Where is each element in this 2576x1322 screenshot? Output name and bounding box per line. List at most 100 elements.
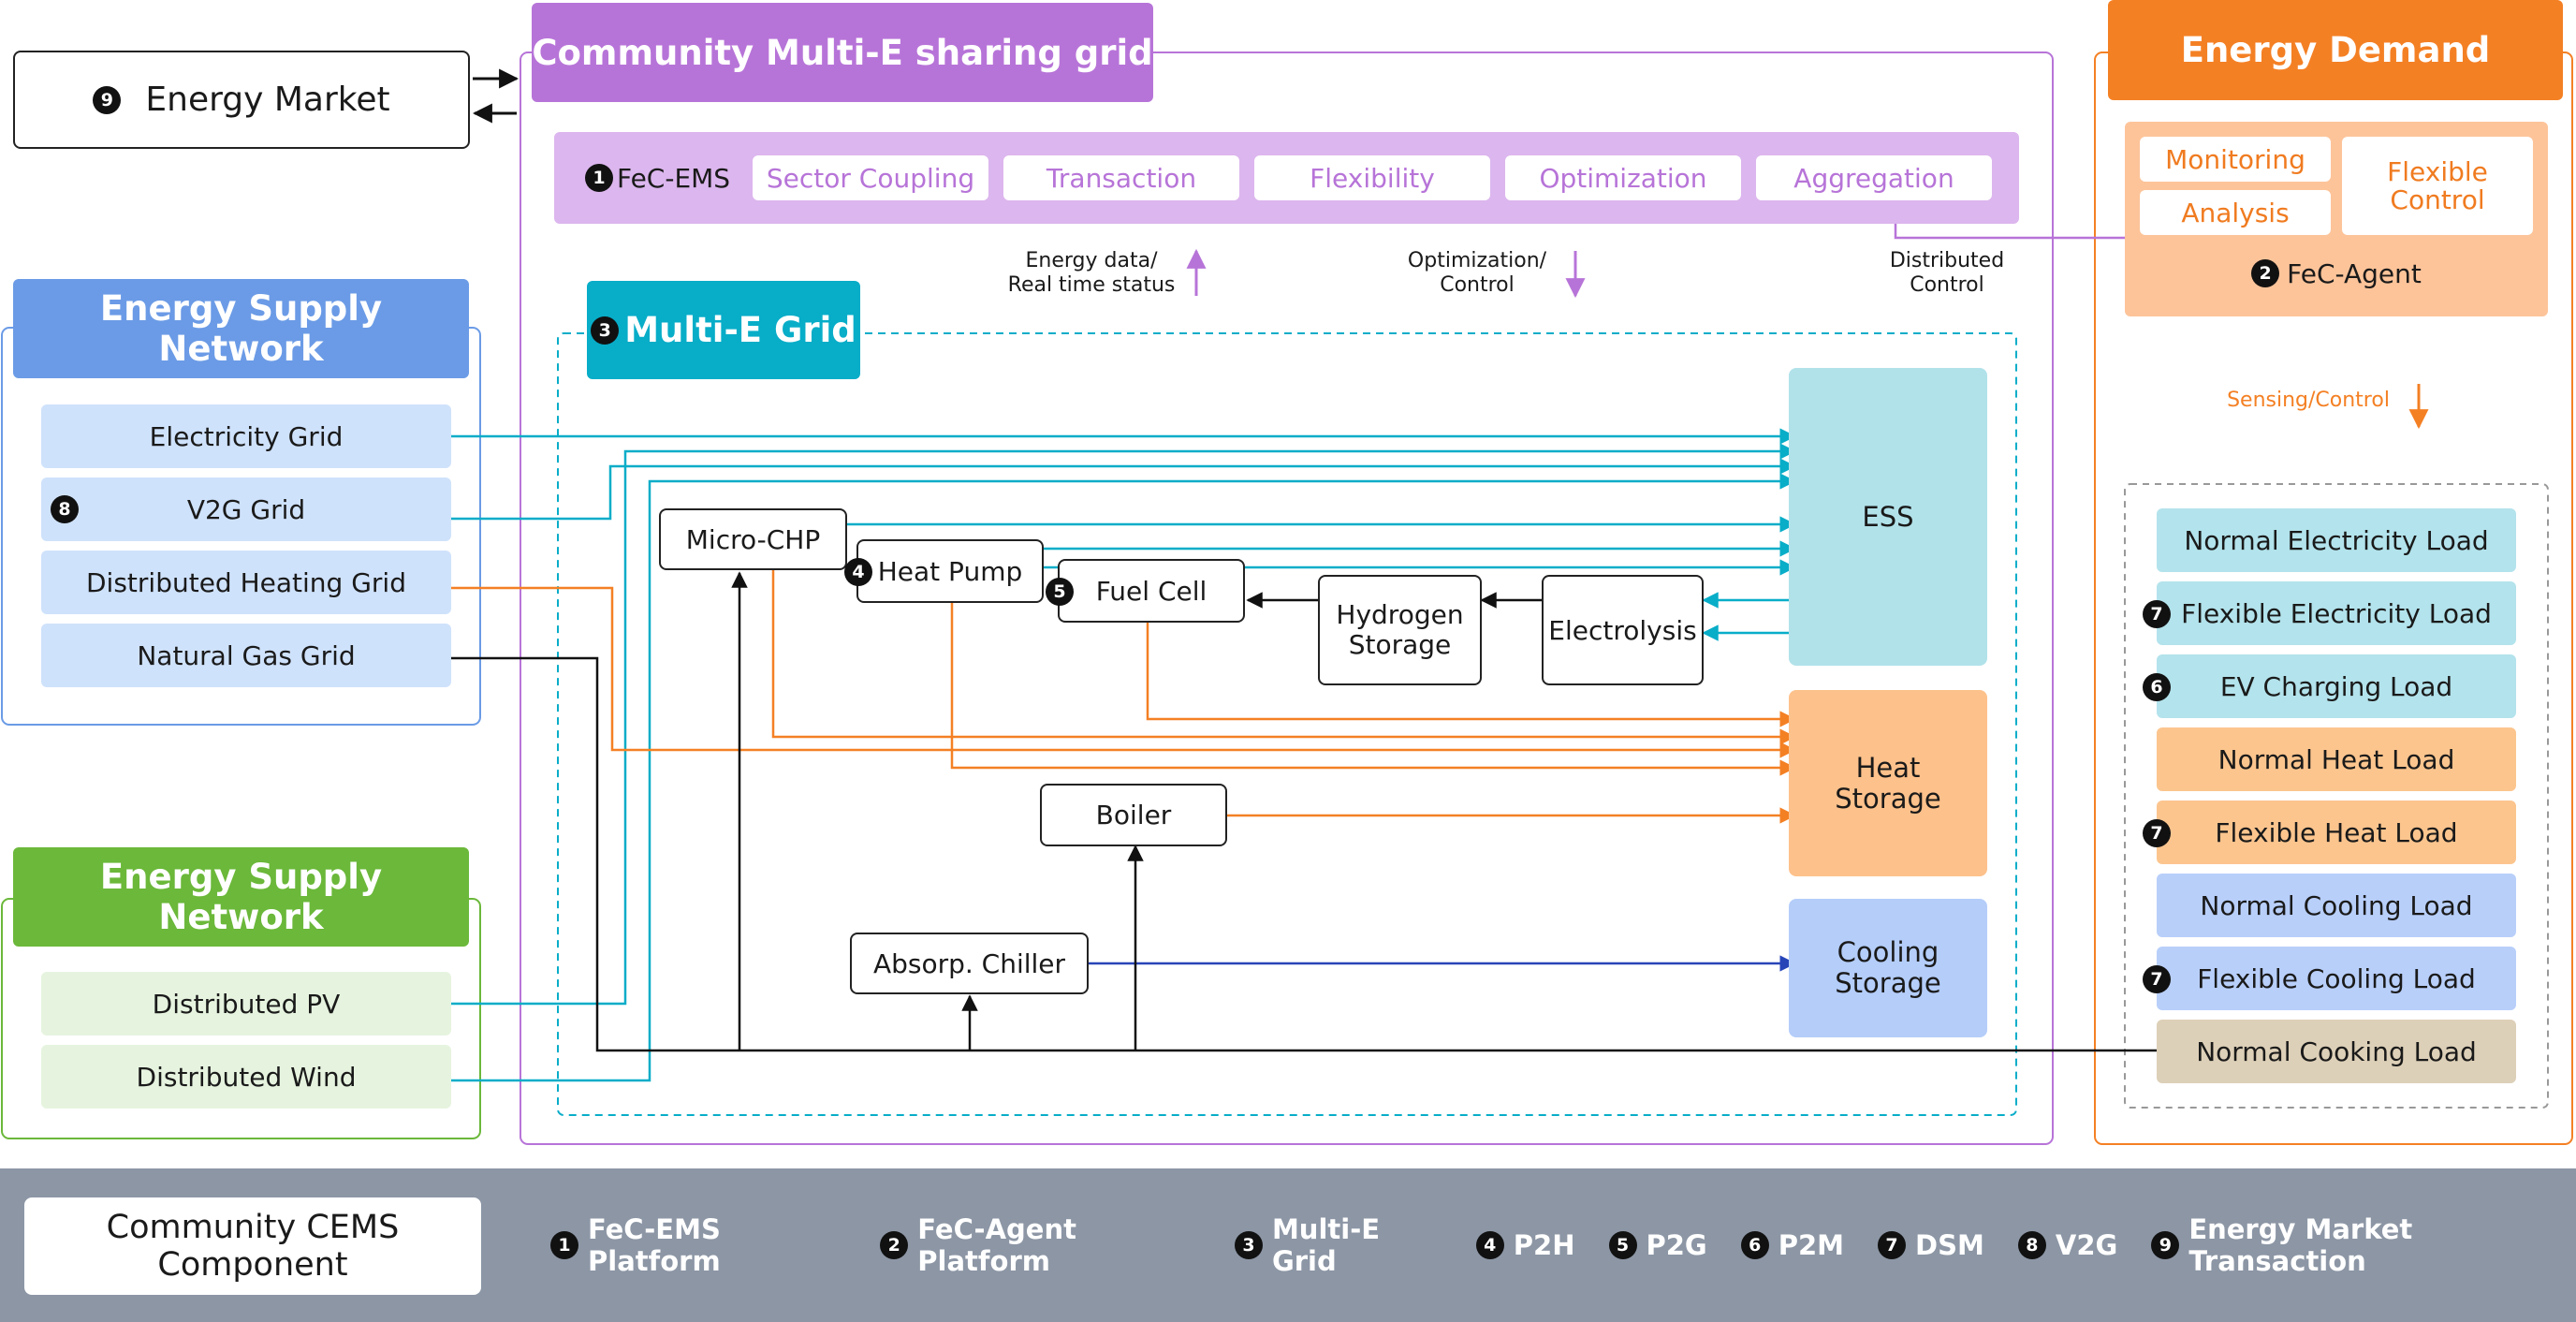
flexible-control-tab[interactable]: Flexible Control	[2342, 137, 2533, 235]
heat-storage-label: Heat Storage	[1835, 751, 1941, 815]
load-normal-heat: Normal Heat Load	[2157, 727, 2516, 791]
legend-badge-2: 2	[880, 1231, 909, 1259]
load-ev-charging-label: EV Charging Load	[2219, 670, 2453, 702]
distributed-pv-label: Distributed PV	[152, 988, 341, 1020]
heat-pump: Heat Pump	[856, 539, 1044, 603]
legend-item-fec-ems: 1 FeC-EMS Platform	[550, 1213, 846, 1277]
fec-ems-bar: 1 FeC-EMS Sector Coupling Transaction Fl…	[554, 132, 2019, 224]
legend-label-5: P2G	[1646, 1229, 1707, 1261]
fec-agent-label-group: 2 FeC-Agent	[2125, 257, 2548, 290]
energy-demand-header: Energy Demand	[2108, 0, 2563, 100]
energy-supply-title-bottom: Energy Supply Network	[99, 857, 383, 937]
electrolysis: Electrolysis	[1542, 575, 1704, 685]
electrolysis-label: Electrolysis	[1548, 614, 1697, 646]
legend-badge-3: 3	[1234, 1231, 1263, 1259]
legend-badge-9: 9	[2151, 1231, 2180, 1259]
electricity-grid: Electricity Grid	[41, 404, 451, 468]
distributed-heating-grid-label: Distributed Heating Grid	[86, 566, 406, 598]
optimization-control-label: Optimization/ Control	[1407, 249, 1547, 297]
v2g-grid-label: V2G Grid	[186, 493, 306, 525]
tab-transaction[interactable]: Transaction	[1003, 155, 1239, 200]
boiler: Boiler	[1040, 784, 1227, 846]
load-normal-heat-label: Normal Heat Load	[2217, 743, 2455, 775]
tab-sector-coupling[interactable]: Sector Coupling	[753, 155, 988, 200]
legend-label-8: V2G	[2055, 1229, 2118, 1261]
legend-badge-4: 4	[1475, 1231, 1504, 1259]
hydrogen-storage-label: Hydrogen Storage	[1336, 599, 1464, 660]
fuel-cell: Fuel Cell	[1058, 559, 1245, 623]
load-flexible-heat-label: Flexible Heat Load	[2215, 816, 2458, 848]
natural-gas-grid-label: Natural Gas Grid	[137, 639, 356, 671]
fuel-cell-label: Fuel Cell	[1095, 575, 1208, 607]
distributed-heating-grid: Distributed Heating Grid	[41, 551, 451, 614]
micro-chp-label: Micro-CHP	[685, 523, 821, 555]
heat-storage-box: Heat Storage	[1789, 690, 1987, 876]
multi-e-grid-header: 3 Multi-E Grid	[587, 281, 860, 379]
badge-9: 9	[93, 85, 122, 114]
badge-4: 4	[844, 558, 872, 586]
fec-ems-label: FeC-EMS	[617, 162, 731, 194]
multi-e-grid-title: Multi-E Grid	[624, 310, 856, 350]
load-normal-cooking-label: Normal Cooking Load	[2196, 1036, 2477, 1067]
energy-supply-header-bottom: Energy Supply Network	[13, 847, 469, 947]
load-flexible-electricity: Flexible Electricity Load	[2157, 581, 2516, 645]
badge-1: 1	[585, 164, 613, 192]
load-ev-charging: EV Charging Load	[2157, 654, 2516, 718]
distributed-control-label: Distributed Control	[1889, 249, 2005, 297]
load-normal-cooling: Normal Cooling Load	[2157, 874, 2516, 937]
legend-badge-1: 1	[550, 1231, 578, 1259]
micro-chp: Micro-CHP	[659, 508, 847, 570]
badge-2: 2	[2251, 259, 2280, 287]
badge-6: 6	[2143, 673, 2171, 701]
absorption-chiller: Absorp. Chiller	[850, 933, 1089, 994]
legend-label-1: FeC-EMS Platform	[588, 1213, 721, 1277]
load-normal-cooling-label: Normal Cooling Load	[2200, 889, 2473, 921]
analysis-tab[interactable]: Analysis	[2140, 190, 2331, 235]
cooling-storage-box: Cooling Storage	[1789, 899, 1987, 1037]
energy-supply-title-top: Energy Supply Network	[99, 288, 383, 369]
tab-aggregation[interactable]: Aggregation	[1756, 155, 1992, 200]
load-normal-electricity-label: Normal Electricity Load	[2184, 524, 2489, 556]
tab-flexibility[interactable]: Flexibility	[1254, 155, 1490, 200]
legend-badge-7: 7	[1878, 1231, 1907, 1259]
distributed-wind: Distributed Wind	[41, 1045, 451, 1109]
tab-optimization[interactable]: Optimization	[1505, 155, 1741, 200]
energy-supply-header-top: Energy Supply Network	[13, 279, 469, 378]
energy-market-label: Energy Market	[145, 81, 390, 119]
electricity-grid-label: Electricity Grid	[149, 420, 344, 452]
legend-item-p2g: 5 P2G	[1608, 1229, 1707, 1261]
legend-item-multi-e: 3 Multi-E Grid	[1234, 1213, 1442, 1277]
badge-7-flex-elec: 7	[2143, 600, 2171, 628]
legend-label-3: Multi-E Grid	[1271, 1213, 1381, 1277]
ess-box: ESS	[1789, 368, 1987, 666]
load-flexible-cooling: Flexible Cooling Load	[2157, 947, 2516, 1010]
energy-market-box: 9 Energy Market	[13, 51, 470, 149]
load-normal-electricity: Normal Electricity Load	[2157, 508, 2516, 572]
monitoring-tab[interactable]: Monitoring	[2140, 137, 2331, 182]
legend-badge-5: 5	[1608, 1231, 1637, 1259]
load-flexible-heat: Flexible Heat Load	[2157, 801, 2516, 864]
legend-label-6: P2M	[1778, 1229, 1845, 1261]
badge-7-flex-heat: 7	[2143, 819, 2171, 847]
legend-label-2: FeC-Agent Platform	[917, 1213, 1076, 1277]
load-normal-cooking: Normal Cooking Load	[2157, 1020, 2516, 1083]
badge-8: 8	[51, 495, 79, 523]
cooling-storage-label: Cooling Storage	[1835, 936, 1941, 999]
heat-pump-label: Heat Pump	[877, 555, 1023, 587]
badge-7-flex-cool: 7	[2143, 965, 2171, 993]
distributed-wind-label: Distributed Wind	[136, 1061, 357, 1093]
absorption-chiller-label: Absorp. Chiller	[872, 947, 1066, 979]
energy-demand-title: Energy Demand	[2180, 30, 2491, 70]
community-grid-header: Community Multi-E sharing grid	[532, 3, 1153, 102]
ess-label: ESS	[1862, 501, 1914, 533]
energy-data-label: Energy data/ Real time status	[1007, 249, 1176, 297]
v2g-grid: 8 V2G Grid	[41, 477, 451, 541]
legend-label-4: P2H	[1513, 1229, 1575, 1261]
legend-title: Community CEMS Component	[106, 1209, 400, 1284]
legend-item-fec-agent: 2 FeC-Agent Platform	[880, 1213, 1201, 1277]
fec-agent-label: FeC-Agent	[2287, 257, 2422, 289]
legend-item-p2h: 4 P2H	[1475, 1229, 1575, 1261]
